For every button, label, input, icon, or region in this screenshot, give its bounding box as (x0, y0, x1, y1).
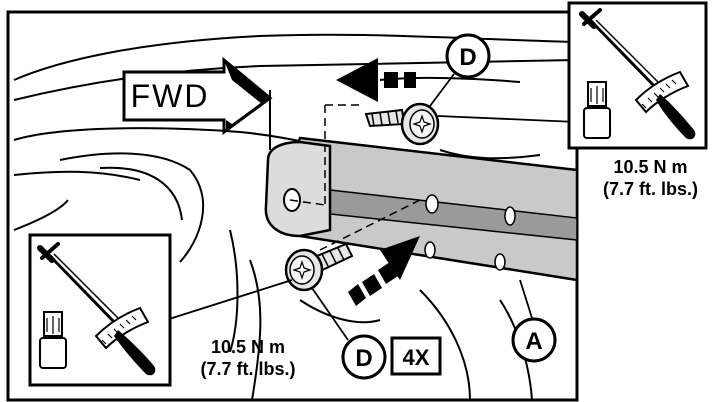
callout-d-upper-label: D (459, 44, 476, 71)
tool-inset-right (567, 1, 708, 150)
rail-slot-2 (504, 206, 516, 226)
fwd-label: FWD (131, 78, 210, 114)
callout-a-label: A (525, 328, 542, 355)
torque-metric-left: 10.5 N m (210, 337, 286, 357)
quantity-label: 4X (403, 345, 430, 370)
callout-d-upper: D (445, 33, 491, 79)
rail-assembly (264, 136, 579, 282)
quantity-box: 4X (390, 336, 442, 376)
torque-metric-right: 10.5 N m (613, 157, 688, 177)
rail-slot-4 (494, 253, 506, 271)
leader-lines (165, 73, 578, 341)
rail-slot-3 (424, 241, 436, 259)
bolt-lower (284, 242, 354, 292)
rail-bracket (264, 140, 332, 238)
callout-d-lower: D (341, 334, 387, 380)
fwd-arrow: FWD (122, 56, 273, 135)
torque-wrench-icon (579, 8, 696, 140)
direction-arrow-lower (348, 236, 420, 306)
tool-inset-left (28, 233, 172, 387)
callout-d-lower-label: D (355, 345, 372, 372)
torque-wrench-icon (37, 242, 156, 376)
rail-slot-1 (425, 194, 439, 214)
bolt-upper (364, 102, 440, 146)
torx-socket-icon (39, 311, 67, 369)
alignment-lines (289, 104, 421, 251)
torque-imperial-left: (7.7 ft. lbs.) (200, 359, 296, 379)
torque-spec-right: 10.5 N m (7.7 ft. lbs.) (588, 156, 713, 200)
torque-imperial-right: (7.7 ft. lbs.) (602, 179, 698, 199)
torque-spec-left: 10.5 N m (7.7 ft. lbs.) (178, 336, 318, 380)
torx-socket-icon (583, 81, 611, 139)
direction-arrow-upper (336, 58, 416, 102)
callout-a: A (511, 317, 557, 363)
